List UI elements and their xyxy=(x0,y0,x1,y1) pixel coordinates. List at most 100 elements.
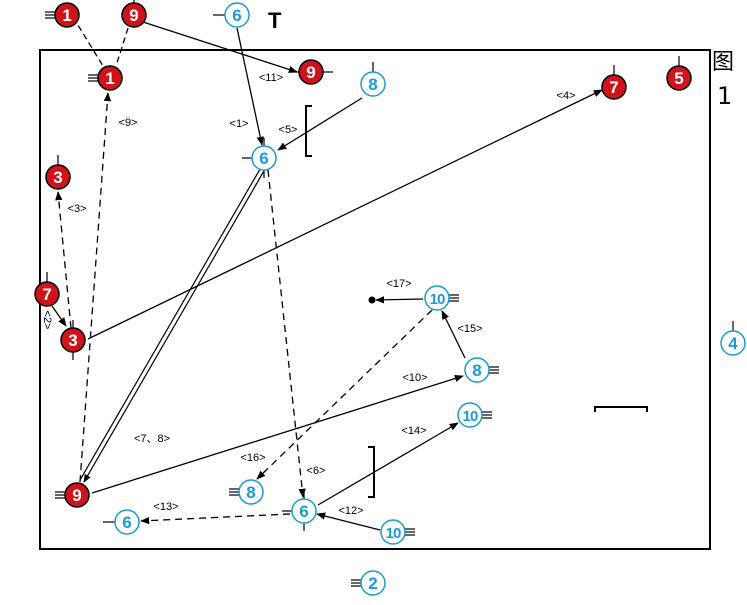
player-number: 8 xyxy=(246,483,255,502)
player-number: 10 xyxy=(430,291,445,308)
player-disc xyxy=(114,509,140,535)
move-line-m9 xyxy=(79,92,112,483)
move-label-m10: <10> xyxy=(402,372,427,384)
player-attack-r3b: 3 xyxy=(60,320,86,360)
player-disc xyxy=(238,479,264,505)
move-label-m1: <1> xyxy=(230,118,249,130)
move-line-m11 xyxy=(142,21,298,73)
move-label-m14: <14> xyxy=(401,425,426,437)
player-disc xyxy=(224,2,250,28)
figure-label: 图 xyxy=(712,50,735,75)
movement-lines xyxy=(51,16,603,531)
move-line-m5 xyxy=(277,97,363,151)
move-label-m6: <6> xyxy=(307,465,326,477)
move-line-m15 xyxy=(441,310,466,359)
player-number: 1 xyxy=(105,69,114,88)
move-line-m12 xyxy=(316,512,381,531)
move-label-m16: <16> xyxy=(240,452,265,464)
player-defense-b8b: 8 xyxy=(464,357,499,383)
player-number: 2 xyxy=(368,574,377,593)
player-defense-b2: 2 xyxy=(351,570,386,596)
player-defense-b8c: 8 xyxy=(229,479,264,505)
move-line-m10 xyxy=(91,374,464,494)
player-disc xyxy=(251,145,277,171)
move-line-m1 xyxy=(236,27,264,146)
player-attack-r9a: 9 xyxy=(121,0,147,28)
player-defense-b6a: 6 xyxy=(213,2,250,28)
player-attack-r1a: 1 xyxy=(45,2,80,28)
move-label-m2: <2> xyxy=(41,311,53,330)
player-number: 6 xyxy=(299,502,308,521)
player-attack-r7a: 7 xyxy=(601,65,627,100)
player-defense-b6b: 6 xyxy=(242,138,277,178)
player-disc xyxy=(464,357,490,383)
player-disc xyxy=(720,330,746,356)
player-number: 4 xyxy=(728,334,738,353)
player-attack-r7b: 7 xyxy=(34,272,60,307)
player-disc xyxy=(54,2,80,28)
player-disc xyxy=(60,327,86,353)
movement-labels: <1> <2> <3> <4> <5> <6> <7、8> <9> <10> <11> <12> <1… xyxy=(41,72,575,517)
move-label-m17: <17> xyxy=(386,278,411,290)
move-line-m4 xyxy=(87,89,603,340)
player-disc xyxy=(45,164,71,190)
player-number: 8 xyxy=(472,361,481,380)
player-number: 8 xyxy=(368,75,377,94)
figure-number: 1 xyxy=(717,82,733,110)
player-attack-r3a: 3 xyxy=(45,155,71,190)
player-defense-b6d: 6 xyxy=(103,509,140,535)
player-number: 3 xyxy=(68,331,77,350)
player-attack-r9c: 9 xyxy=(55,482,90,508)
player-defense-b6c: 6 xyxy=(282,491,317,531)
player-defense-b10c: 10 xyxy=(380,519,415,545)
player-number: 9 xyxy=(129,6,138,25)
move-line-m13 xyxy=(140,513,291,525)
player-disc xyxy=(424,285,450,311)
move-label-m12: <12> xyxy=(338,505,363,517)
player-attack-r1b: 1 xyxy=(88,65,123,91)
player-number: 5 xyxy=(674,69,683,88)
move-line-m14 xyxy=(317,422,459,506)
pass-line-m7 xyxy=(79,168,261,481)
player-number: 10 xyxy=(463,408,478,425)
player-disc xyxy=(298,59,324,85)
player-number: 7 xyxy=(609,78,618,97)
move-label-m9: <9> xyxy=(119,117,138,129)
scale-marker xyxy=(594,406,648,412)
move-label-m15: <15> xyxy=(457,323,482,335)
move-line-m17 xyxy=(375,296,424,304)
move-line-m3 xyxy=(55,191,72,329)
move-label-m4: <4> xyxy=(557,90,576,102)
move-line-m2 xyxy=(51,305,67,327)
connector-line xyxy=(72,16,104,67)
player-disc xyxy=(666,65,692,91)
move-line-m6 xyxy=(267,169,306,498)
move-label-m5: <5> xyxy=(279,124,298,136)
player-disc xyxy=(34,281,60,307)
player-disc xyxy=(291,498,317,524)
player-number: 6 xyxy=(122,513,131,532)
player-defense-b8a: 8 xyxy=(360,62,386,97)
player-number: 6 xyxy=(259,149,268,168)
player-disc xyxy=(360,570,386,596)
move-label-m3: <3> xyxy=(68,203,87,215)
move-line-m16 xyxy=(256,309,433,480)
player-number: 10 xyxy=(386,525,401,542)
player-disc xyxy=(64,482,90,508)
player-attack-r5: 5 xyxy=(666,56,692,91)
screen-mark: T xyxy=(268,8,282,33)
player-number: 3 xyxy=(53,168,62,187)
screen-bracket-upper xyxy=(305,105,312,157)
connector-line xyxy=(115,27,129,67)
player-defense-b10a: 10 xyxy=(424,285,459,311)
player-disc xyxy=(457,402,483,428)
move-label-m7: <7、8> xyxy=(134,433,170,445)
player-disc xyxy=(360,71,386,97)
player-defense-b4: 4 xyxy=(720,321,746,356)
pass-line-m7-b xyxy=(83,170,265,483)
ball-icon xyxy=(368,296,376,304)
move-label-m11: <11> xyxy=(259,72,283,84)
